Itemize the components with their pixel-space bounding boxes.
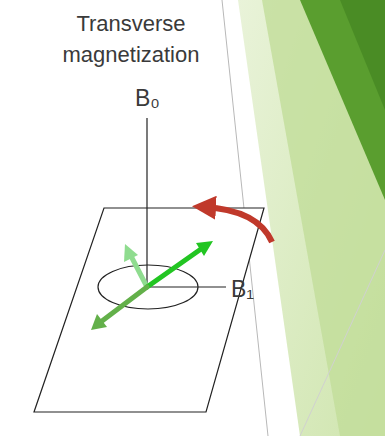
diagram-title: Transverse magnetization [31,8,231,70]
vector-arrow [147,249,201,287]
rotation-arrow [204,207,272,242]
vector-arrow [102,287,147,321]
background-shape [262,0,385,436]
arrowhead [124,244,138,262]
vector-arrow [131,256,147,287]
arrowhead [91,314,107,330]
background-shape [300,0,385,200]
axis-label: B₁ [231,276,254,302]
b0-axis [146,118,147,287]
background-line [300,250,385,436]
arrowhead [196,241,213,256]
transverse-plane [34,208,264,412]
background-shape [340,0,385,110]
b1-axis [147,286,226,287]
axis-label: B₀ [135,85,160,111]
